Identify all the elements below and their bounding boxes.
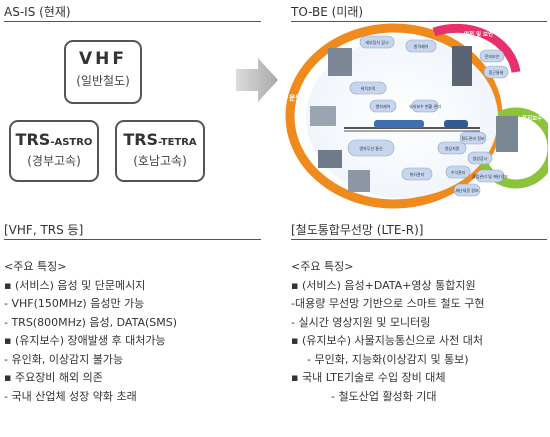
- photo-station: [310, 106, 336, 126]
- top-arc-label: 안전 및 보안: [464, 30, 493, 38]
- lte-r-diagram: 세부장치 감시 원격제어 위치추적 열차제어 유지보수 현황 관리 열차무선 통…: [285, 23, 548, 209]
- photo-worker: [348, 170, 370, 192]
- feature-item: - 유인화, 이상감지 불가능: [4, 352, 124, 366]
- photo-train: [318, 150, 342, 168]
- label-access: 접근통제: [489, 69, 504, 75]
- photo-security: [452, 46, 472, 86]
- transition-arrow-icon: [236, 58, 278, 102]
- label-rail-info: 철도관리 정보: [461, 135, 485, 141]
- label-maint-status: 유지보수 현황 관리: [409, 103, 441, 109]
- trs-astro-sub: (경부고속): [27, 154, 81, 168]
- tobe-caption: [철도통합무선망 (LTE-R)]: [291, 221, 547, 240]
- trs-tetra-box: TRS-TETRA (호남고속): [115, 120, 205, 182]
- label-train-control: 열차제어: [376, 103, 391, 109]
- features-title: <주요 특징>: [4, 260, 67, 273]
- photo-operator: [328, 48, 352, 76]
- safety-arc: [432, 23, 521, 73]
- label-train-radio: 열차무선 통신: [359, 145, 383, 151]
- feature-item: - 철도산업 활성화 기대: [331, 389, 437, 403]
- label-disaster-info: 재난대응 정보: [455, 187, 479, 193]
- feature-item: ▪ (유지보수) 장애발생 후 대처가능: [4, 334, 166, 347]
- label-position: 위치관리: [410, 171, 425, 177]
- trs-astro-title: TRS-ASTRO: [15, 130, 93, 149]
- feature-item: ▪ (서비스) 음성+DATA+영상 통합지원: [291, 278, 476, 292]
- feature-item: - TRS(800MHz) 음성, DATA(SMS): [4, 315, 178, 329]
- asis-caption: [VHF, TRS 등]: [4, 221, 261, 240]
- label-location: 위치추적: [361, 85, 376, 91]
- label-remote: 원격제어: [414, 43, 429, 49]
- trs-tetra-sub: (호남고속): [133, 154, 187, 168]
- tobe-features: <주요 특징> ▪ (서비스) 음성+DATA+영상 통합지원 -대용량 무선망…: [291, 258, 549, 406]
- label-video: 영상지원: [445, 145, 460, 151]
- vhf-sub: (일반철도): [76, 74, 130, 88]
- feature-item: ▪ (유지보수) 사물지능통신으로 사전 대처: [291, 334, 483, 347]
- feature-item: -대용량 무선망 기반으로 스마트 철도 구현: [291, 297, 485, 310]
- feature-item: - VHF(150MHz) 음성만 가능: [4, 297, 145, 310]
- feature-item: ▪ 국내 LTE기술로 수입 장비 대체: [291, 371, 446, 384]
- vhf-box: VHF (일반철도): [64, 40, 142, 104]
- label-detail: 세부장치 감시: [365, 39, 389, 45]
- features-title: <주요 특징>: [291, 260, 354, 273]
- feature-item: - 무인화, 지능화(이상감지 및 통보): [307, 352, 469, 366]
- train-icon: [374, 120, 424, 128]
- label-e-security: 전자보안: [485, 53, 500, 59]
- trs-tetra-title: TRS-TETRA: [123, 130, 197, 149]
- trs-astro-box: TRS-ASTRO (경부고속): [9, 120, 99, 182]
- feature-item: - 실시간 영상지원 및 모니터링: [291, 315, 431, 329]
- feature-item: ▪ (서비스) 음성 및 단문메시지: [4, 278, 146, 292]
- asis-header: AS-IS (현재): [4, 3, 261, 22]
- feature-item: - 국내 산업체 성장 약화 초래: [4, 389, 137, 403]
- left-arc-label: 운영: [289, 93, 302, 102]
- photo-maintenance: [496, 116, 518, 152]
- right-arc-label: 유지보수: [522, 114, 542, 122]
- vhf-title: VHF: [79, 49, 127, 69]
- label-disaster-alert: 출입관리 및 재난경보: [472, 173, 508, 179]
- tobe-header: TO-BE (미래): [291, 3, 547, 22]
- label-cctv: 영상감시: [473, 155, 488, 161]
- asis-features: <주요 특징> ▪ (서비스) 음성 및 단문메시지 - VHF(150MHz)…: [4, 258, 274, 406]
- feature-item: ▪ 주요장비 해외 의존: [4, 371, 103, 384]
- label-revenue: 수익관리: [451, 169, 466, 175]
